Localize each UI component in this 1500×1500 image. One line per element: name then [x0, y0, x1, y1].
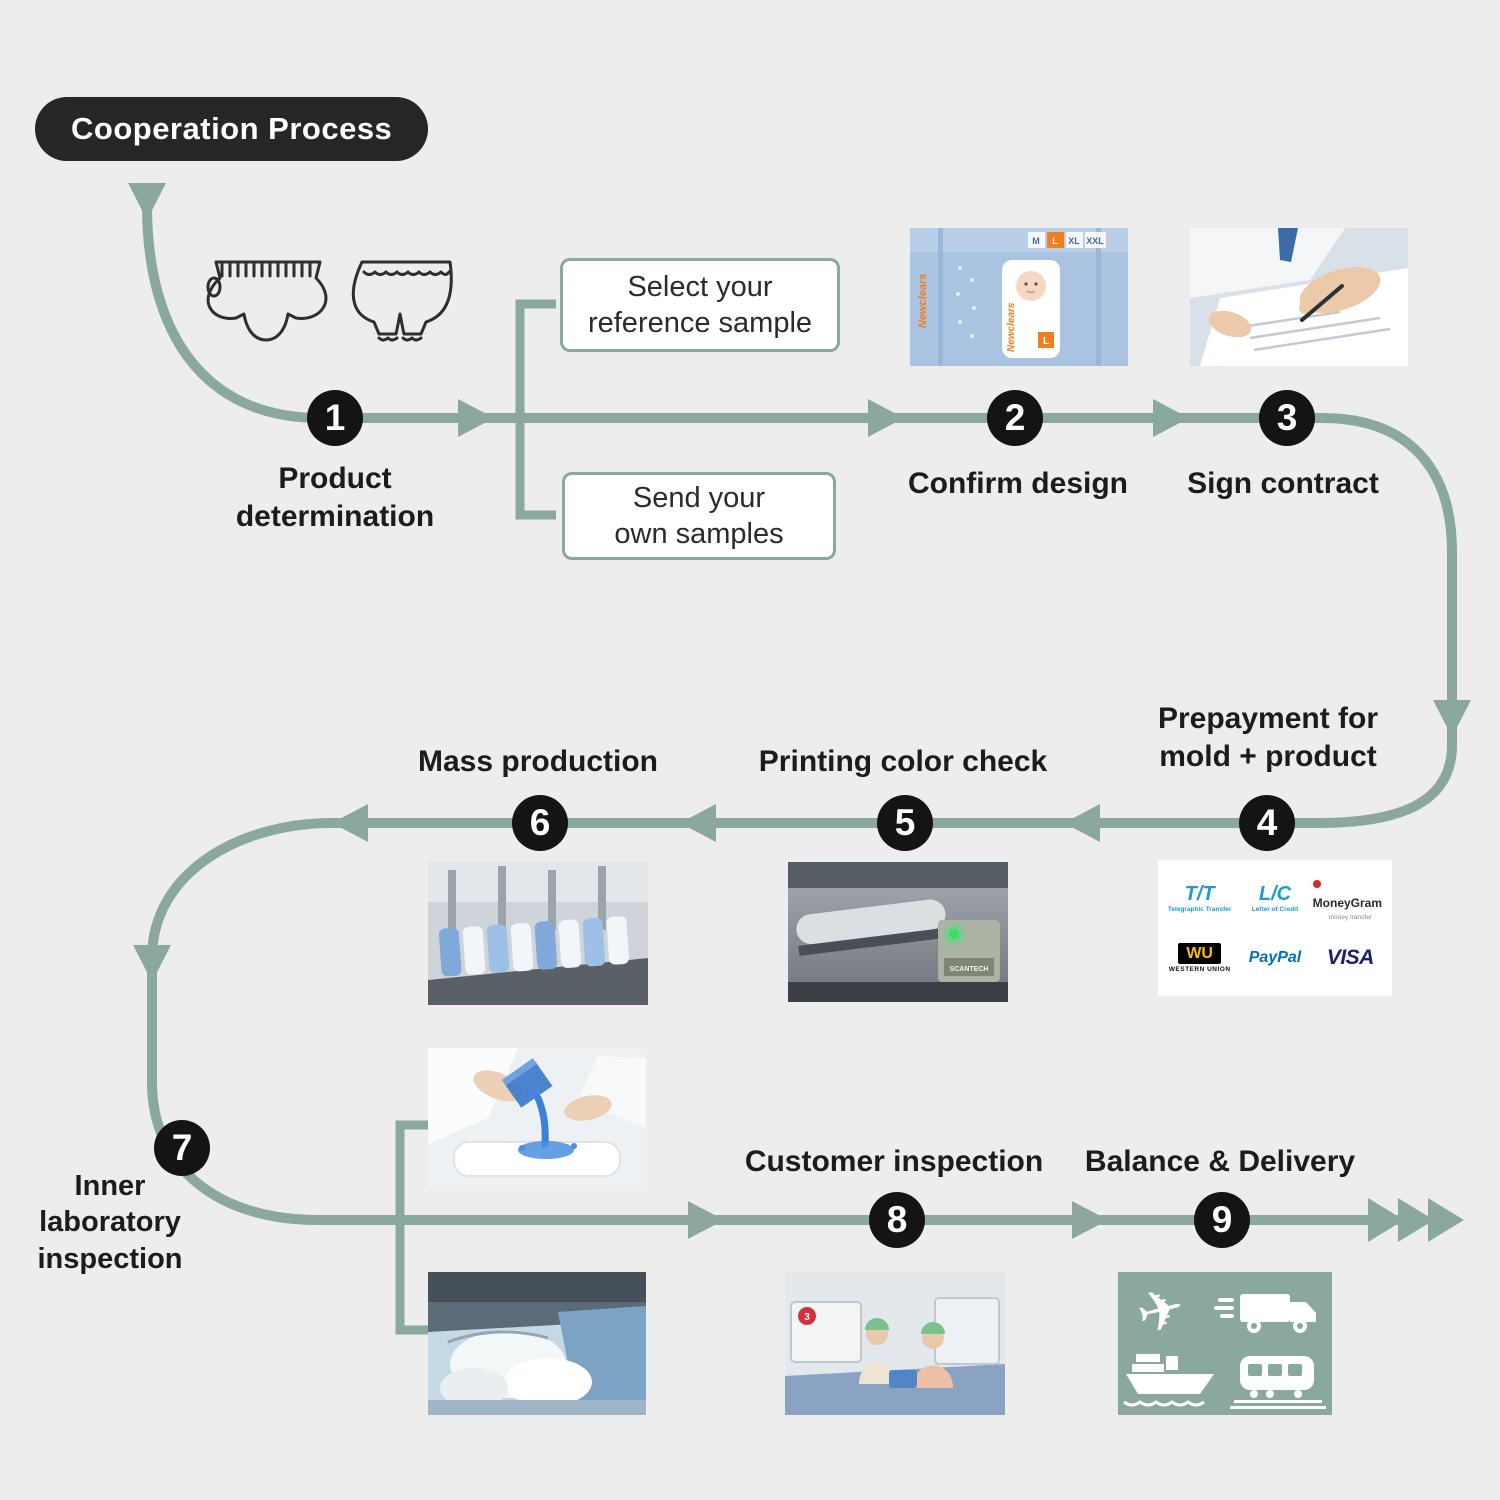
end-arrow-icon: [1398, 1198, 1434, 1242]
step-4-label: Prepayment for mold + product: [1157, 702, 1379, 773]
tt-logo: T/T: [1184, 882, 1215, 905]
arrow-left-icon: [1064, 804, 1100, 842]
arrow-right-icon: [1072, 1201, 1108, 1239]
end-arrow-icon: [1368, 1198, 1404, 1242]
step-1-label: Product determination: [235, 462, 435, 533]
step-number-text: 5: [894, 802, 916, 843]
truck-icon: [1214, 1294, 1316, 1333]
step-number-text: 4: [1256, 802, 1278, 843]
size-label-xxl: XXL: [1086, 236, 1104, 246]
step-2-number: 2: [987, 390, 1043, 446]
step-number-text: 2: [1004, 397, 1026, 438]
flow-curve-left: [147, 818, 1398, 1225]
option-label: Send your own samples: [614, 481, 784, 550]
package-design-image: M L XL XXL Newclears Newclears L: [910, 228, 1128, 366]
end-arrow-icon: [1428, 1198, 1464, 1242]
customer-inspection-photo: 3: [785, 1272, 1005, 1415]
title-badge: Cooperation Process: [35, 97, 429, 161]
delivery-transport-image: ✈: [1118, 1272, 1332, 1415]
flow-segment-top: [142, 204, 1322, 423]
size-label-xl: XL: [1068, 236, 1080, 246]
wu-sub: WESTERN UNION: [1168, 966, 1231, 974]
payment-visa: VISA: [1326, 946, 1375, 970]
step-2-label: Confirm design: [907, 467, 1128, 500]
mass-production-photo: [428, 862, 648, 1005]
arrow-down-icon: [1433, 700, 1471, 737]
step-8-number: 8: [869, 1192, 925, 1248]
step-number-text: 7: [171, 1127, 193, 1168]
payment-tt: T/T Telegraphic Transfer: [1168, 884, 1231, 913]
green-light-icon: [949, 929, 959, 939]
step-number-text: 8: [886, 1199, 908, 1240]
step-number-text: 1: [324, 397, 346, 438]
inspection-machine-badge: 3: [804, 1312, 810, 1323]
pull-up-pants-icon: [351, 260, 453, 342]
arrow-right-icon: [1153, 399, 1189, 437]
option-label: Select your reference sample: [587, 270, 813, 339]
option-select-reference-sample: Select your reference sample: [560, 258, 840, 352]
payment-paypal: PayPal: [1249, 949, 1301, 967]
step-number-text: 9: [1211, 1199, 1233, 1240]
package-brand-left: Newclears: [917, 274, 929, 328]
tt-sub: Telegraphic Transfer: [1167, 905, 1232, 913]
start-arrow-icon: [128, 183, 166, 220]
paypal-logo: PayPal: [1248, 949, 1302, 966]
payment-moneygram: MoneyGram money transfer: [1312, 876, 1388, 921]
wu-logo: WU: [1178, 942, 1221, 965]
printing-machine-photo: SCANTECH: [788, 862, 1008, 1002]
step-number-text: 6: [529, 802, 551, 843]
moneygram-sub: money transfer: [1328, 913, 1372, 921]
payment-methods-image: T/T Telegraphic Transfer L/C Letter of C…: [1158, 860, 1392, 996]
worker-figure: [859, 1318, 895, 1384]
train-icon: [1230, 1356, 1326, 1409]
option-send-own-samples: Send your own samples: [562, 472, 836, 560]
product-icons: [198, 240, 464, 360]
arrow-left-icon: [332, 804, 368, 842]
size-label-m: M: [1032, 236, 1040, 246]
step-6-label: Mass production: [417, 745, 658, 778]
step-4-number: 4: [1239, 795, 1295, 851]
package-size-badge: L: [1043, 336, 1049, 347]
printing-machine-label: SCANTECH: [950, 966, 989, 973]
payment-western-union: WU WESTERN UNION: [1168, 942, 1231, 974]
payment-lc: L/C Letter of Credit: [1252, 884, 1299, 913]
step-number-text: 3: [1276, 397, 1298, 438]
page-title: Cooperation Process: [71, 111, 393, 146]
step-3-number: 3: [1259, 390, 1315, 446]
package-brand-center: Newclears: [1006, 302, 1017, 352]
arrow-right-icon: [868, 399, 904, 437]
arrow-down-icon: [133, 945, 171, 982]
moneygram-globe-icon: [1312, 880, 1321, 889]
step-1-number: 1: [307, 390, 363, 446]
branch-to-sample-boxes: [515, 299, 556, 520]
worker-figure: [913, 1322, 953, 1388]
lc-logo: L/C: [1258, 882, 1292, 905]
size-label-l: L: [1052, 236, 1058, 246]
visa-logo: VISA: [1326, 946, 1375, 969]
bracket-lab-images: [395, 1120, 428, 1335]
step-6-number: 6: [512, 795, 568, 851]
lab-liquid-test-photo: [428, 1048, 646, 1190]
step-5-number: 5: [877, 795, 933, 851]
diaper-icon: [206, 260, 328, 342]
step-9-label: Balance & Delivery: [1084, 1145, 1356, 1178]
lc-sub: Letter of Credit: [1251, 905, 1299, 913]
step-7-label: Inner laboratory inspection: [37, 1170, 183, 1275]
moneygram-logo: MoneyGram: [1312, 895, 1383, 910]
step-5-label: Printing color check: [758, 745, 1048, 778]
step-3-label: Sign contract: [1187, 467, 1379, 500]
arrow-right-icon: [688, 1201, 724, 1239]
step-9-number: 9: [1194, 1192, 1250, 1248]
step-7-number: 7: [154, 1120, 210, 1176]
step-8-label: Customer inspection: [744, 1145, 1044, 1178]
lab-machine-photo: [428, 1272, 646, 1415]
flow-curve-right: [332, 413, 1457, 828]
arrow-left-icon: [680, 804, 716, 842]
ship-icon: [1123, 1354, 1214, 1407]
arrow-right-icon: [458, 399, 494, 437]
sign-contract-photo: [1190, 228, 1408, 366]
